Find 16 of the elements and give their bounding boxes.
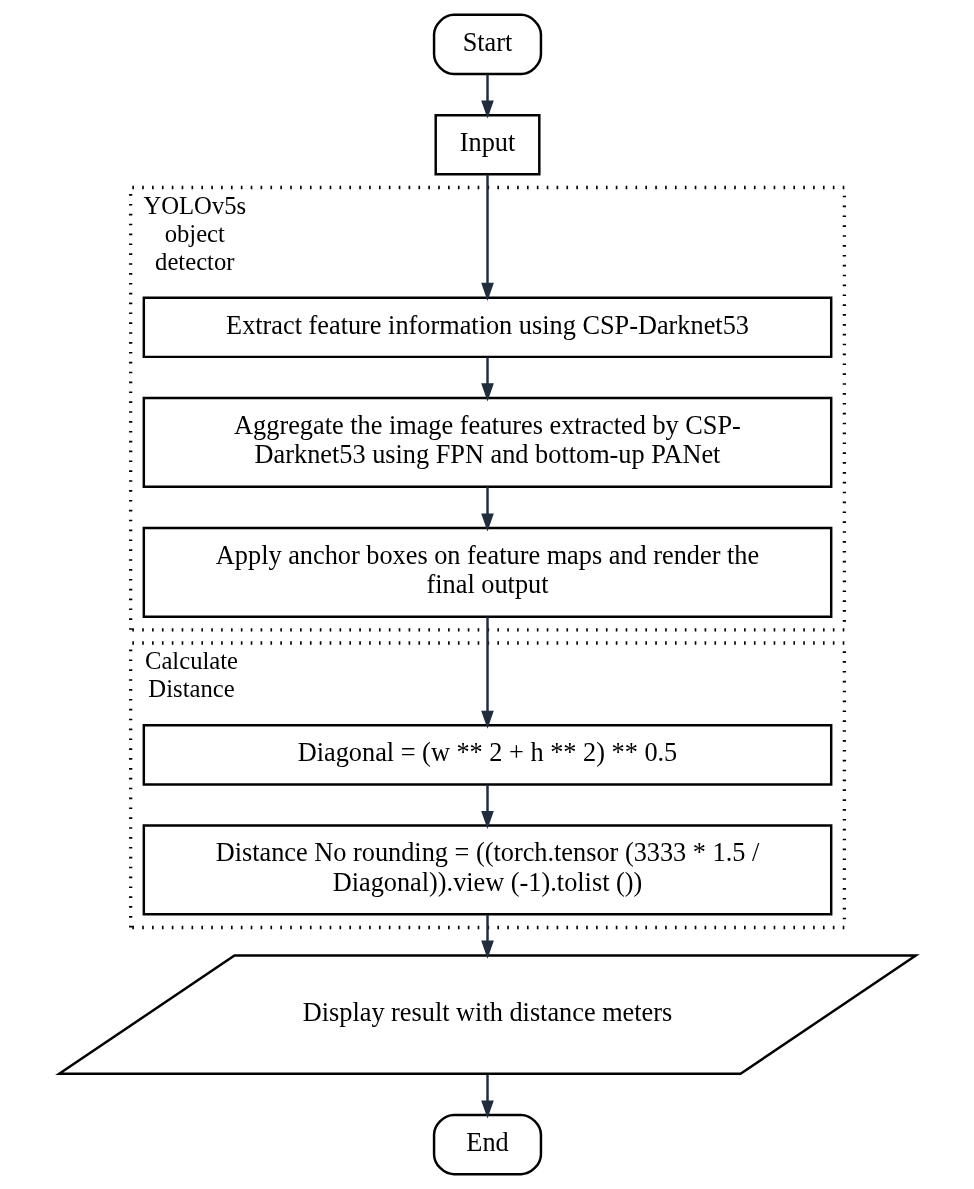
node-box: Start: [432, 13, 542, 76]
node-box: End: [432, 1113, 542, 1176]
arrow: [480, 486, 494, 532]
node-box: Diagonal = (w ** 2 + h ** 2) ** 0.5: [142, 724, 832, 786]
node-box: Apply anchor boxes on feature maps and render the final output: [142, 526, 832, 618]
arrow: [480, 357, 494, 402]
arrow: [480, 784, 494, 829]
arrow: [480, 74, 494, 119]
node-box: Input: [433, 113, 541, 176]
node-box: Extract feature information using CSP-Darknet53: [142, 296, 832, 359]
node-box: Distance No rounding = ((torch.tensor (3333 * 1.5 / Diagonal)).view (-1).tolist ()): [142, 824, 832, 916]
node-box: Aggregate the image features extracted by CSP-Darknet53 using FPN and bottom-up PANet: [142, 396, 832, 489]
arrow: [480, 1074, 494, 1119]
arrow: [480, 174, 494, 301]
arrow: [480, 616, 494, 729]
arrow: [480, 914, 494, 959]
